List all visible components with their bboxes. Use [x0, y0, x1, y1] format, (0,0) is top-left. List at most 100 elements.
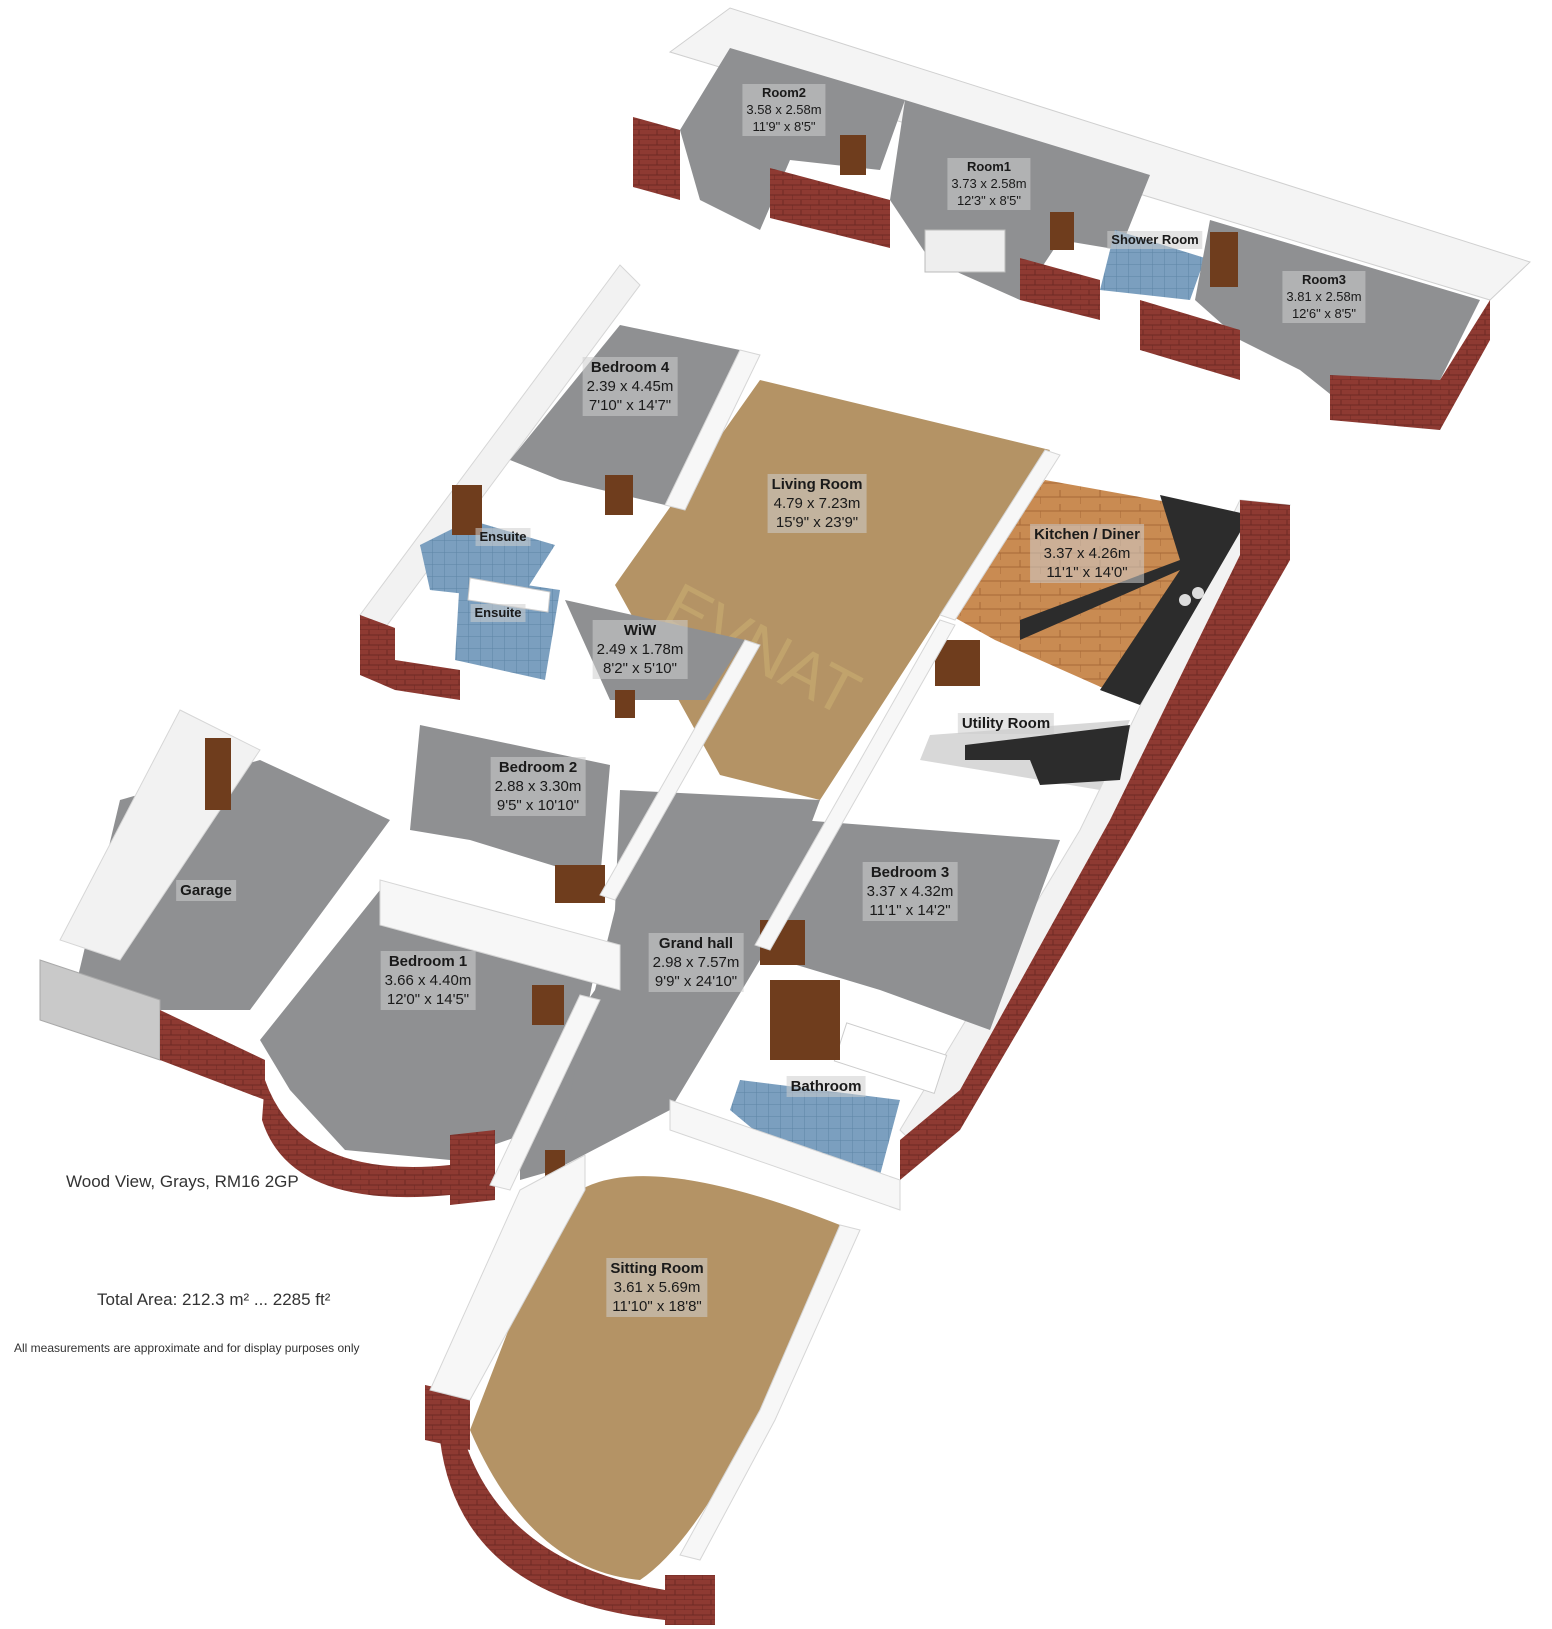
- room-label-room3: Room3 3.81 x 2.58m 12'6" x 8'5": [1282, 271, 1366, 323]
- outbuilding-back-wall: [668, 7, 1531, 301]
- room-name: Bedroom 2: [498, 759, 578, 776]
- room-label-bathroom: Bathroom: [786, 1076, 866, 1097]
- outbuilding-brick-right: [1140, 300, 1240, 380]
- total-area: Total Area: 212.3 m² ... 2285 ft²: [97, 1290, 331, 1309]
- room-label-room2: Room2 3.58 x 2.58m 11'9" x 8'5": [742, 84, 826, 136]
- room-imperial: 7'10" x 14'7": [588, 397, 672, 414]
- room-label-garage: Garage: [176, 880, 236, 901]
- room-label-ensuite-1: Ensuite: [475, 528, 531, 546]
- bedroom-1-door: [532, 985, 564, 1025]
- interior-wall: [664, 349, 761, 511]
- west-wing-brick: [360, 615, 395, 690]
- room-metric: 4.79 x 7.23m: [773, 495, 861, 512]
- room-label-bedroom-1: Bedroom 1 3.66 x 4.40m 12'0" x 14'5": [380, 951, 476, 1010]
- east-wing-brick: [900, 500, 1290, 1180]
- room-name: Living Room: [771, 476, 863, 493]
- sitting-room-brick-left: [425, 1385, 470, 1450]
- room-imperial: 9'5" x 10'10": [496, 797, 580, 814]
- room-name: Utility Room: [961, 715, 1051, 732]
- ensuite-fixtures: [467, 577, 551, 613]
- kitchen-floor: [950, 480, 1240, 700]
- interior-wall: [379, 879, 621, 991]
- room2-floor: [680, 48, 905, 230]
- sitting-room-brick-right: [665, 1575, 715, 1625]
- room-imperial: 12'0" x 14'5": [386, 991, 470, 1008]
- interior-wall: [939, 449, 1061, 621]
- room-label-living-room: Living Room 4.79 x 7.23m 15'9" x 23'9": [767, 474, 867, 533]
- room-metric: 3.73 x 2.58m: [951, 176, 1027, 191]
- garage-side-door: [205, 738, 231, 810]
- room-label-utility-room: Utility Room: [957, 713, 1055, 734]
- room-label-shower-room: Shower Room: [1107, 231, 1203, 249]
- utility-worktop: [965, 725, 1130, 785]
- room-label-grand-hall: Grand hall 2.98 x 7.57m 9'9" x 24'10": [648, 933, 744, 992]
- room-label-bedroom-3: Bedroom 3 3.37 x 4.32m 11'1" x 14'2": [862, 862, 958, 921]
- room-name: Grand hall: [658, 935, 734, 952]
- hob-ring: [1179, 594, 1191, 606]
- room-name: Sitting Room: [610, 1260, 704, 1277]
- room-metric: 2.88 x 3.30m: [494, 778, 582, 795]
- room-label-room1: Room1 3.73 x 2.58m 12'3" x 8'5": [947, 158, 1031, 210]
- interior-wall: [669, 1099, 901, 1211]
- bedroom-1-brick-pier: [450, 1130, 495, 1205]
- interior-wall: [754, 619, 956, 951]
- room1-door: [1050, 212, 1074, 250]
- room-metric: 2.98 x 7.57m: [652, 954, 740, 971]
- interior-wall: [429, 1154, 586, 1401]
- room-name: Room1: [966, 159, 1012, 174]
- bathroom-cabinet: [770, 980, 840, 1060]
- room-name: Ensuite: [479, 529, 527, 544]
- sitting-room-floor: [470, 1176, 840, 1580]
- bedroom-4-door: [605, 475, 633, 515]
- room-label-bedroom-4: Bedroom 4 2.39 x 4.45m 7'10" x 14'7": [582, 357, 678, 416]
- room-metric: 3.61 x 5.69m: [613, 1279, 701, 1296]
- room-imperial: 12'6" x 8'5": [1291, 306, 1357, 321]
- ensuite-door: [452, 485, 482, 535]
- room-label-ensuite-2: Ensuite: [470, 604, 526, 622]
- interior-wall: [679, 1224, 861, 1561]
- hob-ring: [1192, 587, 1204, 599]
- room-name: Bedroom 4: [590, 359, 670, 376]
- room-name: Bedroom 3: [870, 864, 950, 881]
- room-imperial: 11'1" x 14'2": [869, 902, 951, 919]
- room-metric: 3.81 x 2.58m: [1286, 289, 1362, 304]
- room-metric: 3.37 x 4.26m: [1043, 545, 1131, 562]
- outbuilding-brick-end: [1330, 300, 1490, 430]
- room-metric: 3.66 x 4.40m: [384, 972, 472, 989]
- room-label-bedroom-2: Bedroom 2 2.88 x 3.30m 9'5" x 10'10": [490, 757, 586, 816]
- room-label-kitchen-diner: Kitchen / Diner 3.37 x 4.26m 11'1" x 14'…: [1030, 524, 1144, 583]
- bathroom-floor: [730, 1080, 900, 1175]
- outbuilding-brick-mid: [770, 168, 890, 248]
- property-address: Wood View, Grays, RM16 2GP: [66, 1172, 299, 1191]
- west-wing-brick-2: [395, 660, 460, 700]
- wiw-door: [615, 690, 635, 718]
- room-name: Ensuite: [474, 605, 522, 620]
- kitchen-worktop: [1020, 495, 1250, 705]
- room-metric: 2.39 x 4.45m: [586, 378, 674, 395]
- room-name: Garage: [180, 882, 232, 899]
- bedroom-1-bay-brick: [262, 1080, 450, 1198]
- room-imperial: 9'9" x 24'10": [654, 973, 738, 990]
- room-imperial: 11'1" x 14'0": [1046, 564, 1128, 581]
- room-imperial: 15'9" x 23'9": [775, 514, 859, 531]
- room-name: Kitchen / Diner: [1034, 526, 1140, 543]
- room-metric: 3.58 x 2.58m: [746, 102, 822, 117]
- bedroom-2-door: [555, 865, 605, 903]
- room-imperial: 8'2" x 5'10": [603, 660, 677, 677]
- room-imperial: 11'9" x 8'5": [752, 119, 816, 134]
- room-metric: 2.49 x 1.78m: [596, 641, 684, 658]
- outbuilding-brick-left: [633, 117, 680, 200]
- sitting-room-bay-brick: [440, 1400, 665, 1620]
- room-name: Bedroom 1: [388, 953, 468, 970]
- room-name: Shower Room: [1111, 232, 1199, 247]
- room-imperial: 11'10" x 18'8": [612, 1298, 702, 1315]
- room3-door: [1210, 232, 1238, 287]
- bedroom-3-floor: [760, 820, 1060, 1030]
- outbuilding: [633, 7, 1531, 430]
- room-metric: 3.37 x 4.32m: [866, 883, 954, 900]
- room-name: Room2: [761, 85, 807, 100]
- interior-wall: [489, 994, 601, 1191]
- bath-tub: [833, 1022, 948, 1095]
- interior-wall: [599, 639, 761, 901]
